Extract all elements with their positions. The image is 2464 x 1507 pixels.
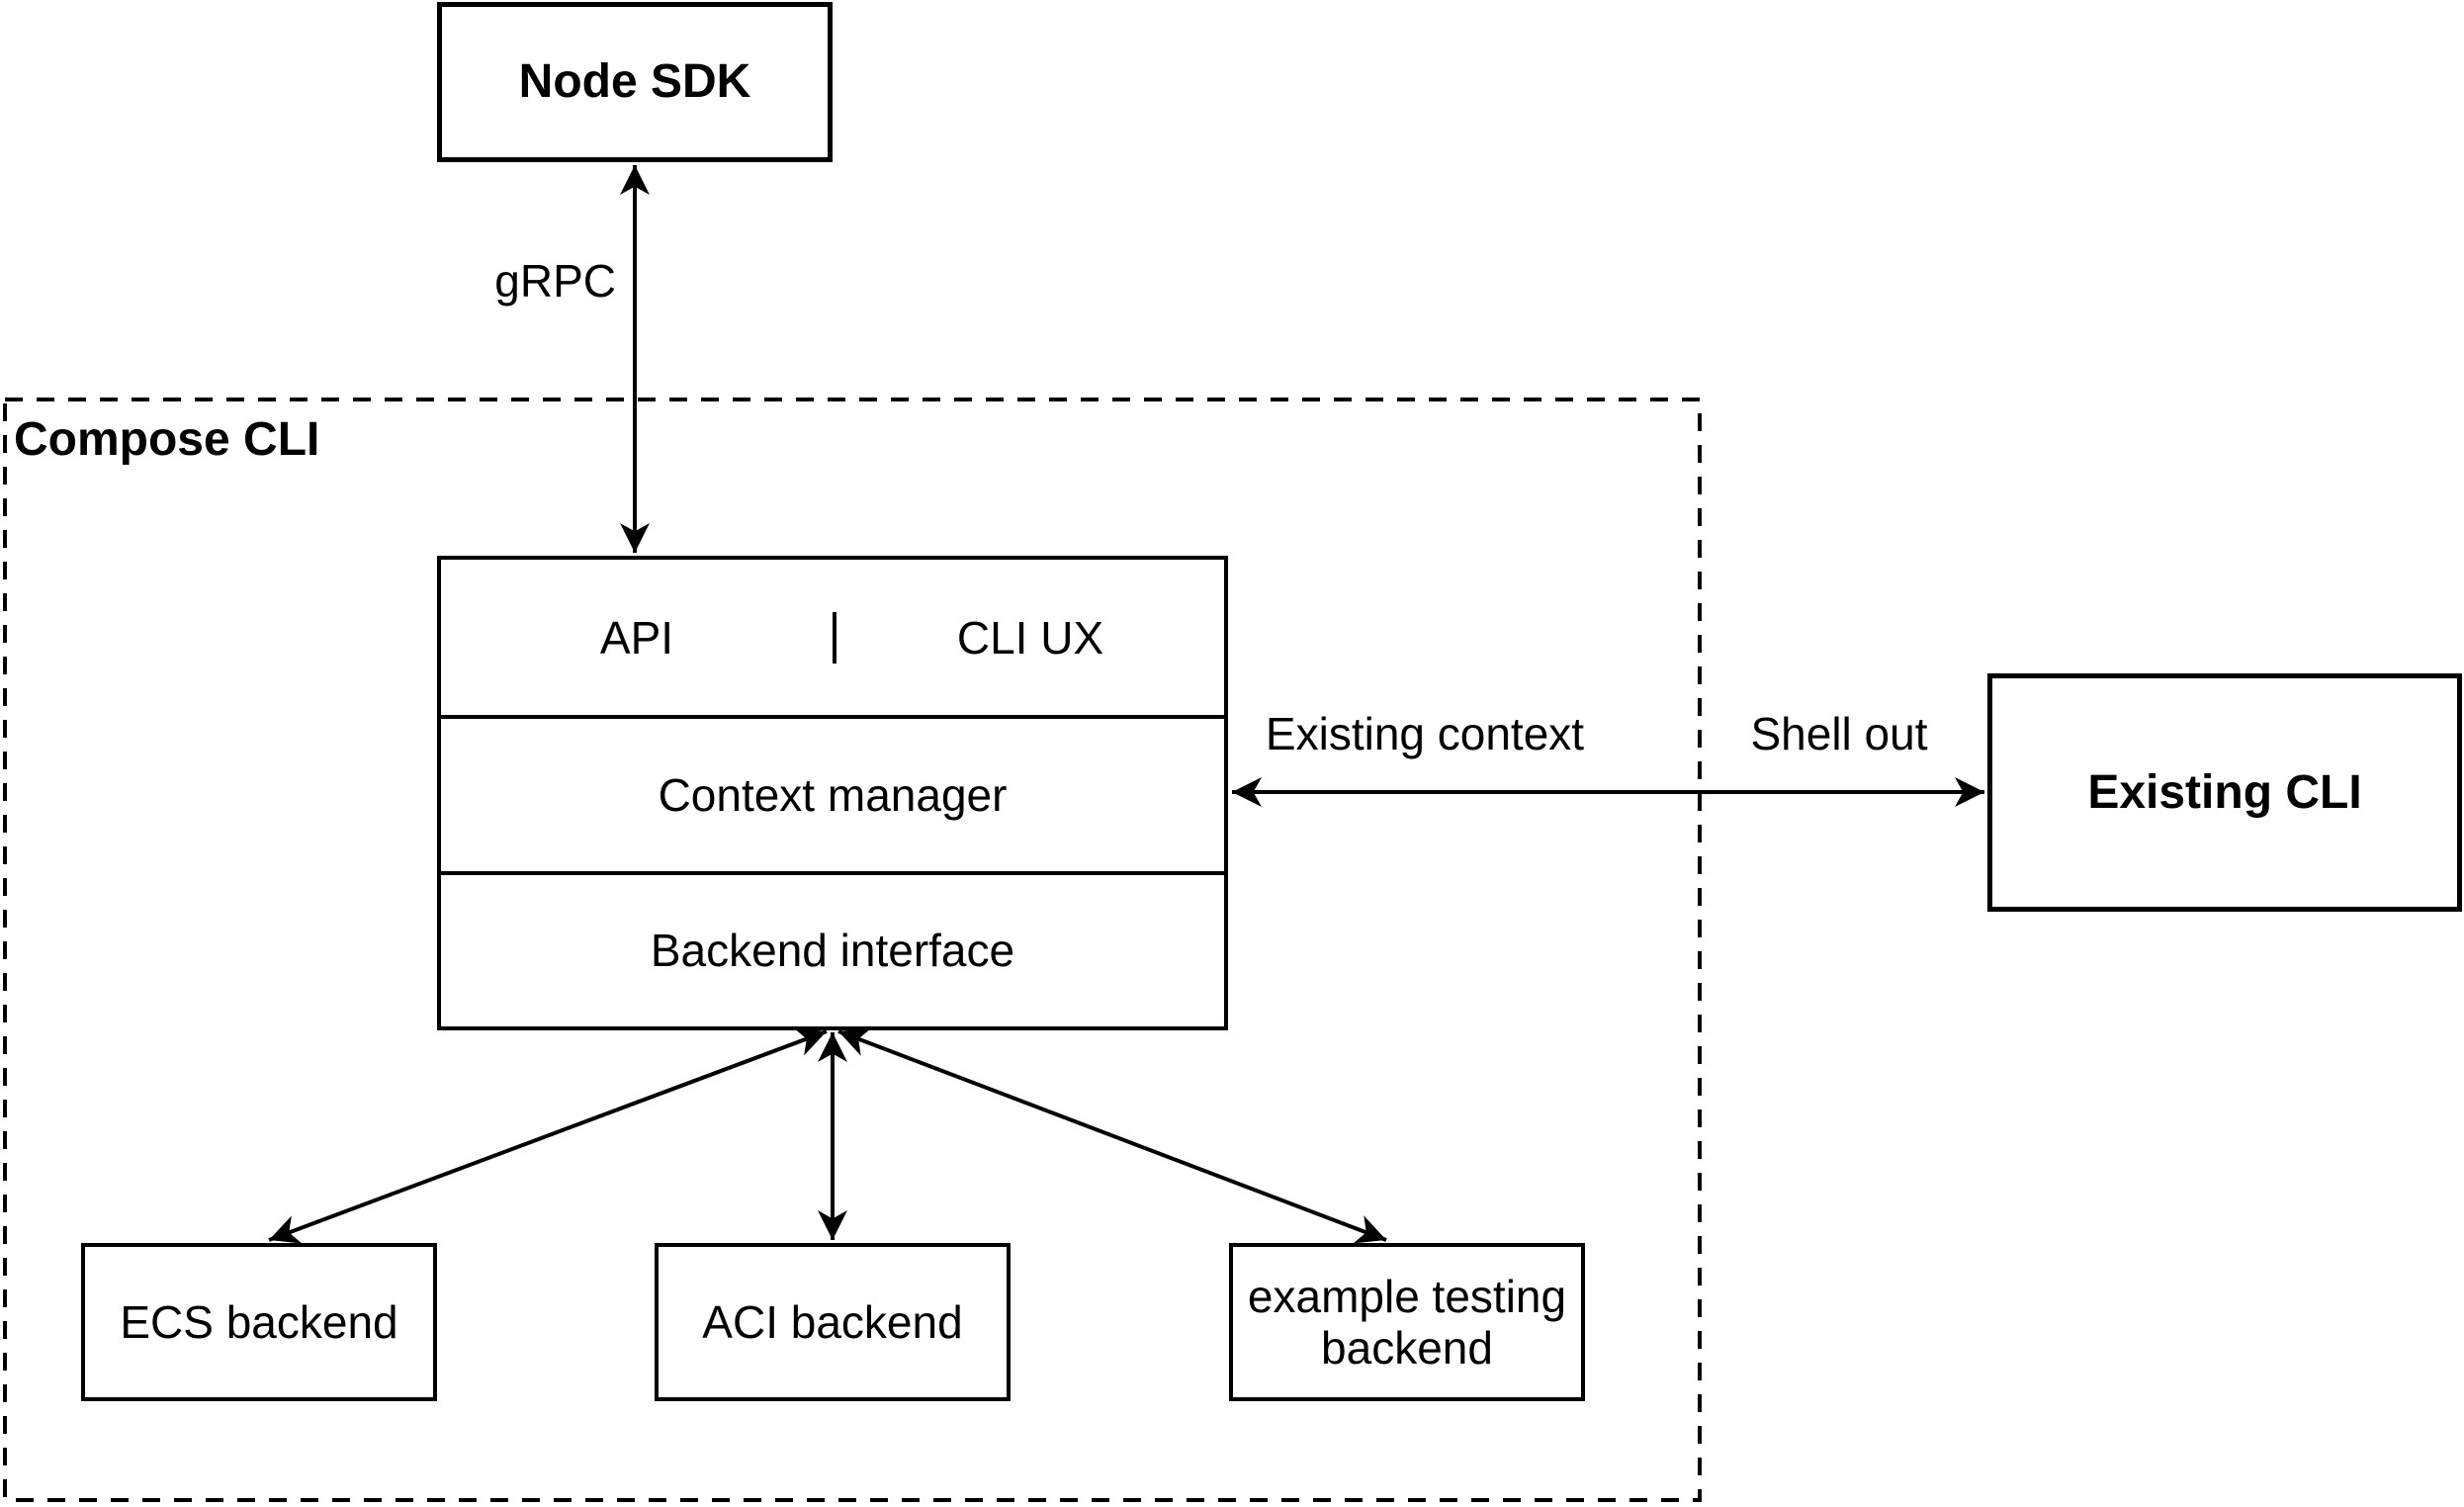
- compose-cli-container-label: Compose CLI: [14, 413, 320, 466]
- cli-ux-label: CLI UX: [956, 611, 1104, 664]
- node-sdk-label: Node SDK: [518, 55, 751, 108]
- node-sdk-box: Node SDK: [437, 2, 833, 162]
- context-manager-box: Context manager: [441, 715, 1224, 870]
- example-backend-arrow: [837, 1027, 1387, 1244]
- compose-cli-boundary: [3, 398, 1702, 1502]
- existing-cli-label: Existing CLI: [2087, 765, 2362, 819]
- api-box: API: [441, 612, 833, 664]
- ecs-backend-label: ECS backend: [120, 1296, 398, 1348]
- ecs-backend-box: ECS backend: [81, 1243, 437, 1401]
- grpc-edge-label: gRPC: [494, 255, 616, 307]
- backend-interface-label: Backend interface: [650, 925, 1015, 977]
- compose-cli-stack: API CLI UX Context manager Backend inter…: [437, 556, 1228, 1030]
- api-label: API: [599, 611, 674, 664]
- shell-out-edge-label: Shell out: [1750, 708, 1928, 759]
- cli-ux-box: CLI UX: [833, 611, 1224, 664]
- context-manager-label: Context manager: [658, 768, 1008, 821]
- ecs-backend-arrow: [268, 1027, 828, 1244]
- example-testing-backend-label: example testing backend: [1247, 1271, 1567, 1374]
- aci-backend-box: ACI backend: [655, 1243, 1011, 1401]
- stack-top-row: API CLI UX: [441, 560, 1224, 715]
- example-testing-backend-box: example testing backend: [1229, 1243, 1585, 1401]
- existing-cli-box: Existing CLI: [1987, 673, 2462, 912]
- backend-interface-box: Backend interface: [441, 870, 1224, 1026]
- existing-context-edge-label: Existing context: [1265, 708, 1585, 759]
- aci-backend-label: ACI backend: [702, 1296, 963, 1348]
